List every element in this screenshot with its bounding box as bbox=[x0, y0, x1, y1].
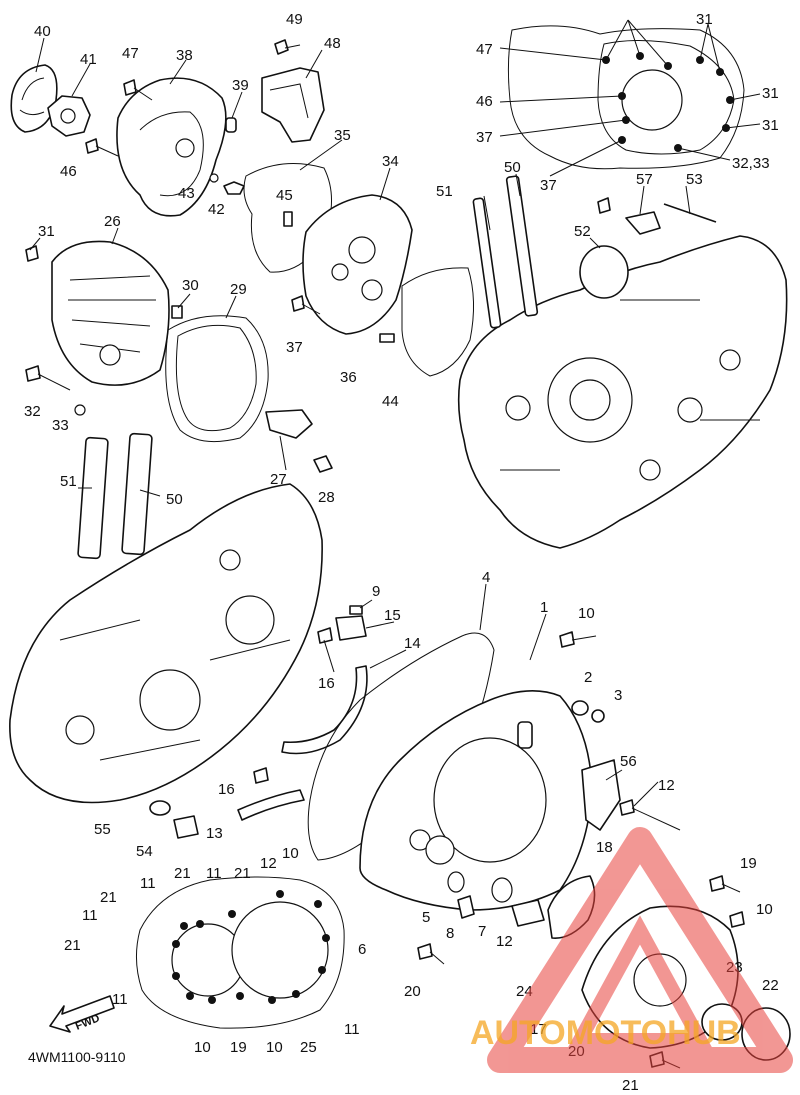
watermark-text: AUTOMOTOHUB bbox=[470, 1014, 741, 1052]
label-49: 49 bbox=[286, 11, 303, 28]
label-21-c: 21 bbox=[100, 889, 117, 906]
label-21-d: 21 bbox=[64, 937, 81, 954]
part-group-bottom-left-cover bbox=[49, 876, 345, 1033]
label-16-b: 16 bbox=[218, 781, 235, 798]
label-37-inset-b: 37 bbox=[540, 177, 557, 194]
label-3: 3 bbox=[614, 687, 622, 704]
label-45: 45 bbox=[276, 187, 293, 204]
label-11-d: 11 bbox=[112, 991, 128, 1008]
part-group-right-crankcase bbox=[457, 175, 788, 549]
diagram-code: 4WM1100-9110 bbox=[28, 1049, 126, 1065]
label-55: 55 bbox=[94, 821, 111, 838]
label-53: 53 bbox=[686, 171, 703, 188]
label-4: 4 bbox=[482, 569, 490, 586]
label-11-c: 11 bbox=[82, 907, 98, 924]
label-56: 56 bbox=[620, 753, 637, 770]
label-28: 28 bbox=[318, 489, 335, 506]
label-23: 22 bbox=[762, 977, 779, 994]
label-31: 31 bbox=[38, 223, 55, 240]
label-43: 43 bbox=[178, 185, 195, 202]
label-48: 48 bbox=[324, 35, 341, 52]
label-15: 15 bbox=[384, 607, 401, 624]
label-20-a: 10 bbox=[194, 1039, 211, 1056]
label-10-d: 25 bbox=[300, 1039, 317, 1056]
label-20-b: 21 bbox=[622, 1077, 639, 1094]
label-57: 57 bbox=[636, 171, 653, 188]
label-32: 32 bbox=[24, 403, 41, 420]
label-50: 50 bbox=[166, 491, 183, 508]
label-38: 38 bbox=[176, 47, 193, 64]
label-12-right: 12 bbox=[658, 777, 675, 794]
label-31-inset-c: 31 bbox=[762, 117, 779, 134]
label-44: 44 bbox=[382, 393, 399, 410]
label-8: 7 bbox=[478, 923, 486, 940]
label-37: 37 bbox=[286, 339, 303, 356]
label-52: 52 bbox=[574, 223, 591, 240]
label-41: 41 bbox=[80, 51, 97, 68]
part-group-left-crankcase bbox=[9, 432, 323, 839]
part-group-top-right-inset bbox=[507, 25, 745, 170]
label-10-a: 10 bbox=[282, 845, 299, 862]
label-31-inset-b: 31 bbox=[762, 85, 779, 102]
label-11-b: 11 bbox=[140, 875, 156, 892]
label-32-33-inset: 32,33 bbox=[732, 155, 770, 172]
label-51: 51 bbox=[60, 473, 77, 490]
label-21-a: 21 bbox=[174, 865, 191, 882]
label-5: 8 bbox=[446, 925, 454, 942]
label-26: 26 bbox=[104, 213, 121, 230]
watermark-logo bbox=[487, 827, 793, 1073]
label-11-a: 11 bbox=[206, 865, 222, 882]
label-46: 46 bbox=[60, 163, 77, 180]
leader-lines bbox=[29, 19, 761, 807]
label-30: 30 bbox=[182, 277, 199, 294]
label-12-a: 12 bbox=[260, 855, 277, 872]
label-36: 36 bbox=[340, 369, 357, 386]
label-35: 35 bbox=[334, 127, 351, 144]
label-50-top: 50 bbox=[504, 159, 521, 176]
label-51-top: 51 bbox=[436, 183, 453, 200]
part-group-left-cover bbox=[25, 240, 475, 473]
label-39: 39 bbox=[232, 77, 249, 94]
label-9: 9 bbox=[372, 583, 380, 600]
label-19-b: 10 bbox=[266, 1039, 283, 1056]
part-group-clutch-cover bbox=[237, 605, 681, 965]
label-10-b: 6 bbox=[358, 941, 366, 958]
label-33: 33 bbox=[52, 417, 69, 434]
label-7: 12 bbox=[496, 933, 513, 950]
label-47-inset: 47 bbox=[476, 41, 493, 58]
label-42: 42 bbox=[208, 201, 225, 218]
label-13: 13 bbox=[206, 825, 223, 842]
label-1: 1 bbox=[540, 599, 548, 616]
label-21-b: 21 bbox=[234, 865, 251, 882]
label-6: 5 bbox=[422, 909, 430, 926]
label-47: 47 bbox=[122, 45, 139, 62]
label-46-inset: 46 bbox=[476, 93, 493, 110]
label-34: 34 bbox=[382, 153, 399, 170]
label-40: 40 bbox=[34, 23, 51, 40]
label-16-a: 16 bbox=[318, 675, 335, 692]
label-21-e: 19 bbox=[740, 855, 757, 872]
label-2: 2 bbox=[584, 669, 592, 686]
label-31-inset-a: 31 bbox=[696, 11, 713, 28]
label-12-b: 11 bbox=[344, 1021, 360, 1038]
label-10-top: 10 bbox=[578, 605, 595, 622]
label-29: 29 bbox=[230, 281, 247, 298]
label-19-a: 10 bbox=[756, 901, 773, 918]
part-group-top-left bbox=[10, 39, 413, 335]
label-27: 27 bbox=[270, 471, 287, 488]
label-37-inset-a: 37 bbox=[476, 129, 493, 146]
label-54: 54 bbox=[136, 843, 153, 860]
label-14: 14 bbox=[404, 635, 421, 652]
label-10-c: 19 bbox=[230, 1039, 247, 1056]
label-11-e: 20 bbox=[404, 983, 421, 1000]
label-18: 18 bbox=[596, 839, 613, 856]
